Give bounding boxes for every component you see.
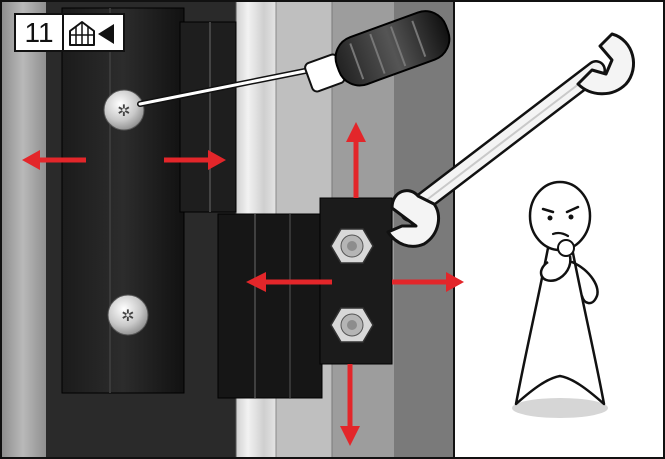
hinge-bracket	[218, 214, 322, 398]
fixing-screw: ✲	[108, 295, 148, 335]
step-badge: 11	[14, 13, 125, 52]
hinge-plate	[62, 8, 184, 393]
fixing-screw: ✲	[104, 90, 144, 130]
svg-text:✲: ✲	[117, 101, 130, 120]
step-number: 11	[16, 15, 64, 50]
nut	[331, 308, 373, 342]
hinge-knuckle-upper	[180, 22, 236, 212]
greenhouse-back-icon	[64, 15, 123, 50]
svg-text:✲: ✲	[121, 306, 134, 325]
door-frame-left	[0, 0, 46, 459]
nut	[331, 229, 373, 263]
